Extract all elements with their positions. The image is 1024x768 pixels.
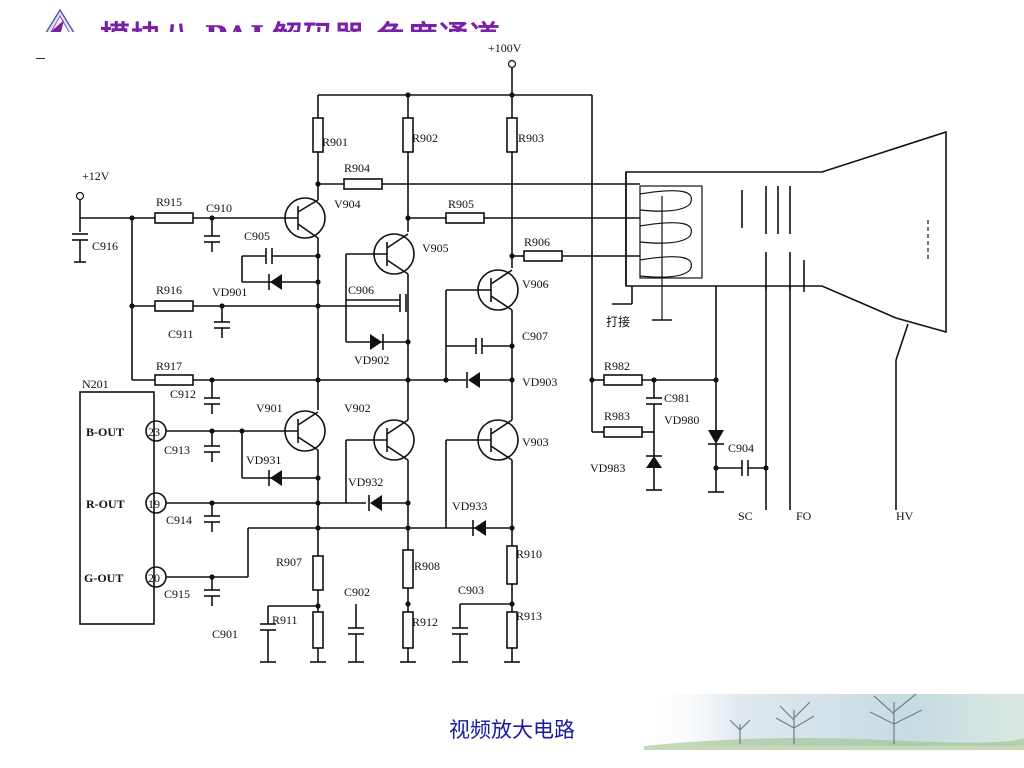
label-fo: FO bbox=[796, 509, 812, 523]
slide-caption: 视频放大电路 bbox=[449, 718, 575, 742]
label-VD932: VD932 bbox=[348, 475, 383, 489]
label-R905: R905 bbox=[448, 197, 474, 211]
upper-transistors bbox=[276, 197, 519, 311]
label-R911: R911 bbox=[272, 613, 298, 627]
label-VD902: VD902 bbox=[354, 353, 389, 367]
label-VD931: VD931 bbox=[246, 453, 281, 467]
label-sc: SC bbox=[738, 509, 753, 523]
label-R904: R904 bbox=[344, 161, 370, 175]
title-bar: 模块八 PAL解码器 色度通道 bbox=[38, 6, 738, 32]
cathode-lines bbox=[318, 178, 640, 262]
label-V906: V906 bbox=[522, 277, 549, 291]
label-b-out: B-OUT bbox=[86, 425, 124, 439]
label-R907: R907 bbox=[276, 555, 302, 569]
label-R908: R908 bbox=[414, 559, 440, 573]
label-C911: C911 bbox=[168, 327, 194, 341]
decorative-tree-banner-icon bbox=[644, 693, 1024, 750]
label-hv: HV bbox=[896, 509, 914, 523]
label-V905: V905 bbox=[422, 241, 449, 255]
label-100v: +100V bbox=[488, 41, 522, 55]
label-C904: C904 bbox=[728, 441, 754, 455]
crt-tube bbox=[612, 130, 947, 510]
label-VD903: VD903 bbox=[522, 375, 557, 389]
label-C912: C912 bbox=[170, 387, 196, 401]
slide-title: 模块八 PAL解码器 色度通道 bbox=[100, 12, 501, 32]
label-pin-b: 23 bbox=[148, 425, 160, 439]
label-C907: C907 bbox=[522, 329, 548, 343]
label-C910: C910 bbox=[206, 201, 232, 215]
label-V903: V903 bbox=[522, 435, 549, 449]
label-C915: C915 bbox=[164, 587, 190, 601]
label-R982: R982 bbox=[604, 359, 630, 373]
label-C901: C901 bbox=[212, 627, 238, 641]
label-VD983: VD983 bbox=[590, 461, 625, 475]
label-V902: V902 bbox=[344, 401, 371, 415]
supply-rails bbox=[75, 59, 593, 432]
label-V901: V901 bbox=[256, 401, 283, 415]
label-V904: V904 bbox=[334, 197, 361, 211]
stage-verticals bbox=[317, 238, 513, 420]
label-C902: C902 bbox=[344, 585, 370, 599]
collector-resistors bbox=[312, 117, 518, 268]
label-12v: +12V bbox=[82, 169, 110, 183]
label-C981: C981 bbox=[664, 391, 690, 405]
label-R916: R916 bbox=[156, 283, 182, 297]
label-crt-ground: 打接 bbox=[606, 314, 630, 329]
label-pin-r: 19 bbox=[148, 497, 160, 511]
label-C916: C916 bbox=[92, 239, 118, 253]
label-R983: R983 bbox=[604, 409, 630, 423]
label-C905: C905 bbox=[244, 229, 270, 243]
label-C914: C914 bbox=[166, 513, 192, 527]
label-VD901: VD901 bbox=[212, 285, 247, 299]
label-R910: R910 bbox=[516, 547, 542, 561]
label-R917: R917 bbox=[156, 359, 182, 373]
label-n201: N201 bbox=[82, 377, 109, 391]
schematic-labels: +100V +12V N201 B-OUT R-OUT G-OUT 23 19 … bbox=[82, 41, 914, 585]
label-VD933: VD933 bbox=[452, 499, 487, 513]
video-amplifier-schematic: +100V +12V N201 B-OUT R-OUT G-OUT 23 19 … bbox=[72, 41, 947, 663]
dash-mark bbox=[36, 58, 45, 59]
label-R913: R913 bbox=[516, 609, 542, 623]
emitter-network bbox=[260, 545, 520, 663]
label-g-out: G-OUT bbox=[84, 571, 123, 585]
label-R902: R902 bbox=[412, 131, 438, 145]
triangle-logo-icon bbox=[45, 8, 75, 32]
label-pin-g: 20 bbox=[148, 571, 160, 585]
label-R915: R915 bbox=[156, 195, 182, 209]
label-C913: C913 bbox=[164, 443, 190, 457]
label-R912: R912 bbox=[412, 615, 438, 629]
ic-n201 bbox=[79, 391, 512, 625]
label-C903: C903 bbox=[458, 583, 484, 597]
label-R903: R903 bbox=[518, 131, 544, 145]
input-network bbox=[72, 212, 512, 414]
label-R906: R906 bbox=[524, 235, 550, 249]
component-designators: R901 R902 R903 R904 R905 R906 R907 R908 … bbox=[92, 131, 754, 641]
label-C906: C906 bbox=[348, 283, 374, 297]
label-r-out: R-OUT bbox=[86, 497, 125, 511]
label-VD980: VD980 bbox=[664, 413, 699, 427]
label-R901: R901 bbox=[322, 135, 348, 149]
focus-network bbox=[592, 374, 766, 493]
junction-dots bbox=[129, 92, 769, 609]
